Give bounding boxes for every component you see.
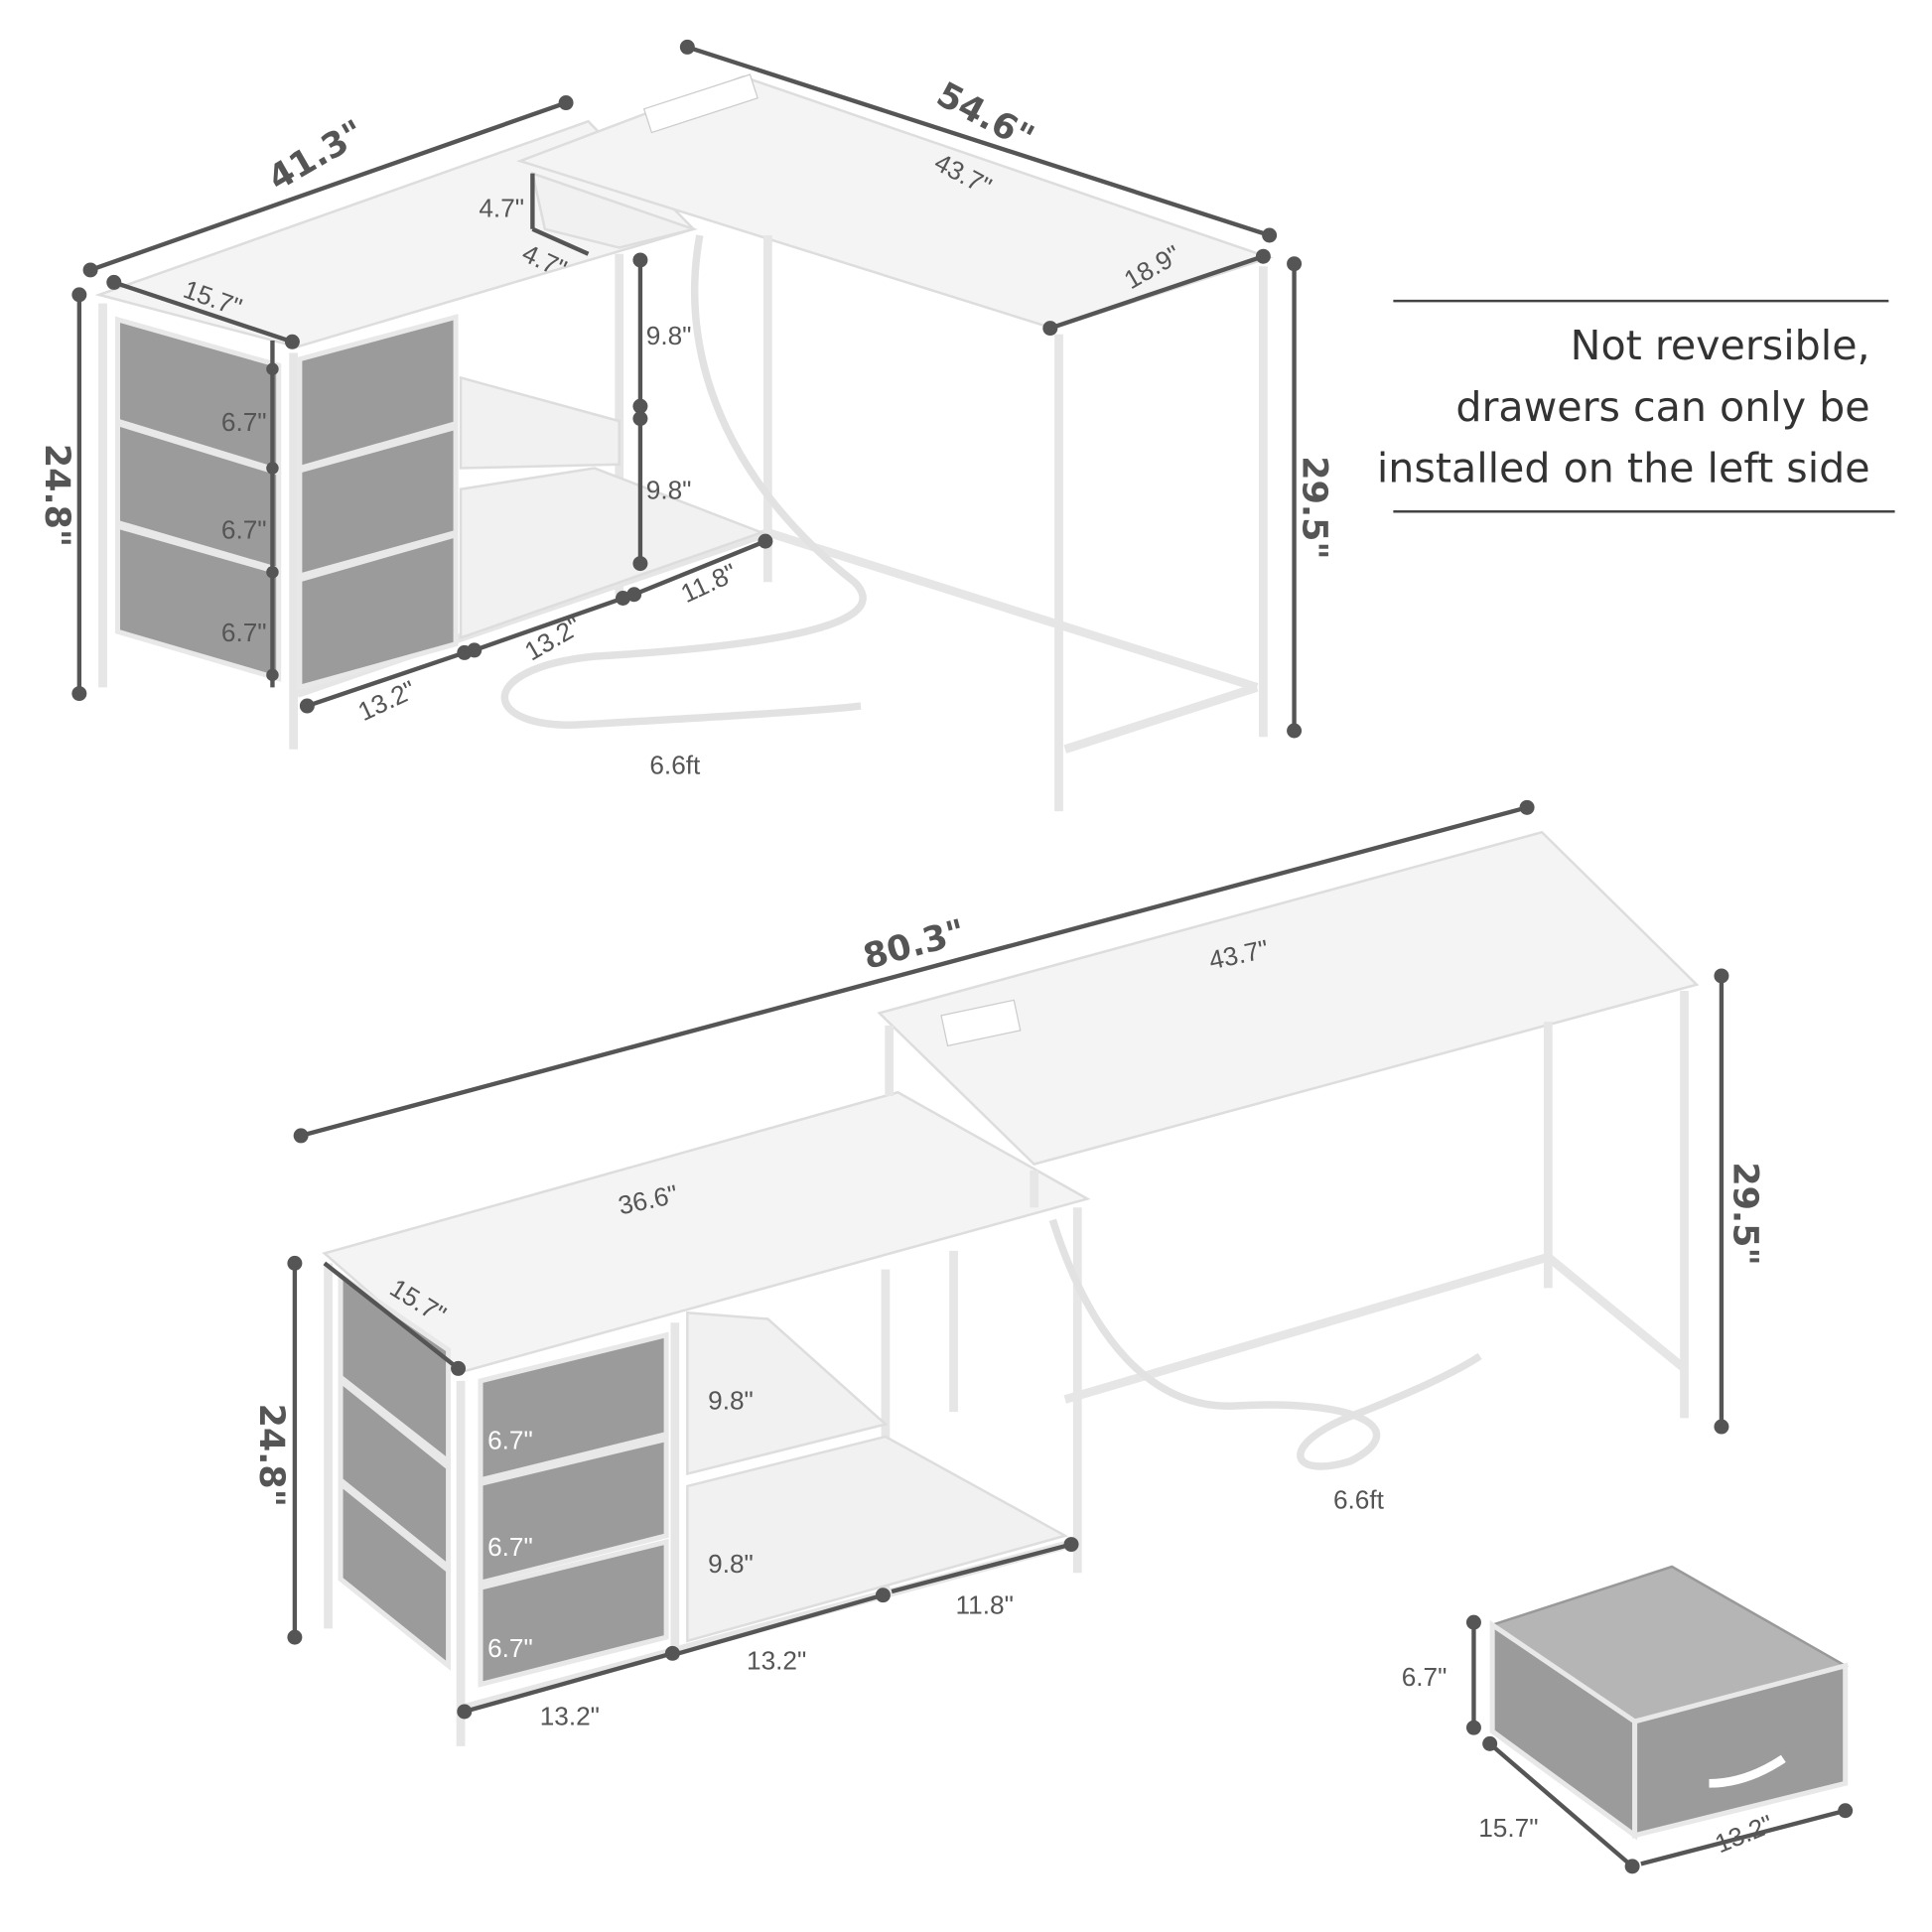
drawer-detail-illustration xyxy=(1489,1565,1849,1841)
label-cord-length: 6.6ft xyxy=(1333,1484,1385,1514)
label-total-width: 80.3" xyxy=(859,912,969,978)
l-shape-dimension-lines xyxy=(71,39,1303,739)
drawer-front xyxy=(1632,1662,1849,1839)
label-drawer-depth: 15.7" xyxy=(1478,1813,1538,1843)
label-cord-length: 6.6ft xyxy=(649,751,701,780)
power-cord xyxy=(500,234,867,729)
l-shape-desk-illustration xyxy=(94,73,1274,812)
note-line-1: Not reversible, xyxy=(1571,322,1870,369)
label-shelf-depth: 11.8" xyxy=(956,1589,1014,1619)
lower-shelf xyxy=(459,467,765,640)
desktop-top xyxy=(877,830,1700,1166)
label-drawer-width: 13.2" xyxy=(540,1702,600,1731)
drawer-stack xyxy=(338,1271,669,1688)
riser-shelf xyxy=(530,171,698,249)
label-drawer-height-3: 6.7" xyxy=(221,618,267,647)
drawer-handle-icon xyxy=(1709,1754,1786,1788)
label-drawer-height-1: 6.7" xyxy=(221,407,267,437)
note-line-2: drawers can only be xyxy=(1455,383,1869,431)
label-drawer-width: 13.2" xyxy=(353,674,420,727)
power-cord xyxy=(1048,1218,1482,1470)
note-line-3: installed on the left side xyxy=(1377,444,1870,491)
upper-shelf xyxy=(459,375,621,470)
label-drawer-height-1: 6.7" xyxy=(487,1426,533,1455)
label-riser-height: 4.7" xyxy=(479,193,524,222)
lower-shelf xyxy=(686,1435,1069,1643)
drawer-stack xyxy=(115,314,459,691)
upper-shelf xyxy=(686,1311,889,1476)
label-shelf-height-lower: 9.8" xyxy=(708,1549,754,1579)
label-shelf-width: 13.2" xyxy=(747,1646,806,1676)
straight-dimension-labels: 80.3" 43.7" 36.6" 15.7" 24.8" 29.5" 6.7"… xyxy=(251,912,1764,1731)
label-cabinet-height: 24.8" xyxy=(251,1404,291,1507)
label-shelf-height-upper: 9.8" xyxy=(646,321,692,350)
label-total-width-left: 41.3" xyxy=(262,113,371,200)
straight-dimension-lines xyxy=(287,799,1729,1720)
label-desk-height: 29.5" xyxy=(1725,1162,1764,1265)
drawer-dimension-lines xyxy=(1465,1614,1854,1874)
power-strip-icon xyxy=(642,73,759,134)
label-drawer-height-2: 6.7" xyxy=(487,1532,533,1562)
label-drawer-height: 6.7" xyxy=(1402,1662,1448,1692)
label-shelf-height-upper: 9.8" xyxy=(708,1386,754,1416)
label-desk-height: 29.5" xyxy=(1294,456,1333,559)
label-drawer-height-3: 6.7" xyxy=(487,1633,533,1663)
label-cabinet-height: 24.8" xyxy=(37,444,76,547)
power-strip-icon xyxy=(940,999,1022,1047)
label-shelf-height-lower: 9.8" xyxy=(646,476,692,505)
label-drawer-height-2: 6.7" xyxy=(221,515,267,545)
orientation-note: Not reversible, drawers can only be inst… xyxy=(1377,299,1895,513)
